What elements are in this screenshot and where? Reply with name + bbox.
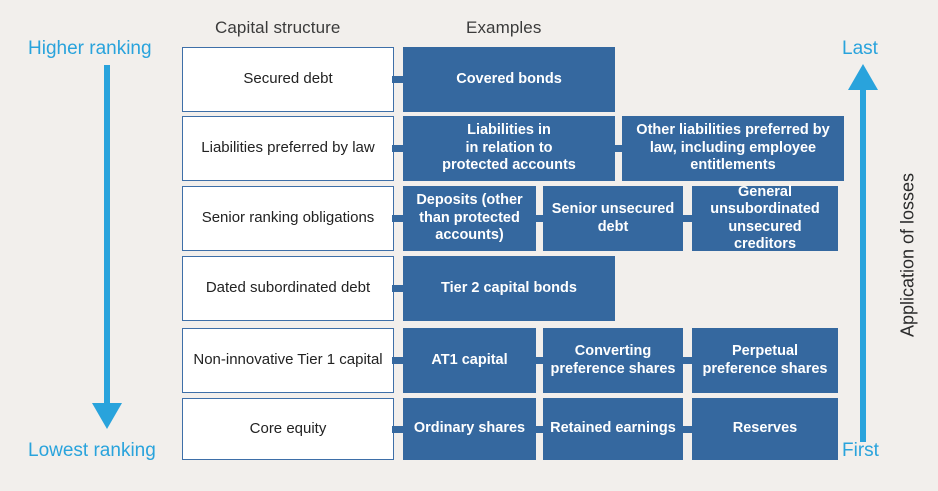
capital-structure-box[interactable]: Liabilities preferred by law [182, 116, 394, 181]
example-box[interactable]: Perpetual preference shares [692, 328, 838, 393]
down-arrow-shaft-icon [104, 65, 110, 405]
capital-structure-box[interactable]: Core equity [182, 398, 394, 460]
connector-stub [536, 357, 543, 364]
connector-stub [392, 76, 405, 83]
capital-structure-box[interactable]: Non-innovative Tier 1 capital [182, 328, 394, 393]
connector-stub [536, 215, 543, 222]
example-box[interactable]: AT1 capital [403, 328, 536, 393]
example-box[interactable]: Retained earnings [543, 398, 683, 460]
connector-stub [392, 357, 405, 364]
connector-stub [683, 215, 692, 222]
connector-stub [615, 145, 622, 152]
example-box[interactable]: Reserves [692, 398, 838, 460]
column-header-capital-structure: Capital structure [215, 18, 341, 37]
example-box[interactable]: Tier 2 capital bonds [403, 256, 615, 321]
connector-stub [392, 285, 405, 292]
capital-structure-box[interactable]: Dated subordinated debt [182, 256, 394, 321]
connector-stub [683, 357, 692, 364]
left-axis-top-label: Higher ranking [28, 38, 152, 59]
example-box[interactable]: Liabilities in in relation to protected … [403, 116, 615, 181]
connector-stub [392, 215, 405, 222]
up-arrow-head-icon [848, 64, 878, 90]
connector-stub [392, 425, 405, 433]
capital-structure-box[interactable]: Senior ranking obligations [182, 186, 394, 251]
connector-stub [392, 145, 405, 152]
example-box[interactable]: Converting preference shares [543, 328, 683, 393]
up-arrow-shaft-icon [860, 90, 866, 442]
right-axis-top-label: Last [842, 38, 878, 59]
example-box[interactable]: General unsubordinated unsecured credito… [692, 184, 838, 252]
example-box[interactable]: Deposits (other than protected accounts) [403, 186, 536, 251]
left-axis-bottom-label: Lowest ranking [28, 440, 156, 461]
right-axis-bottom-label: First [842, 440, 879, 461]
down-arrow-head-icon [92, 403, 122, 429]
example-box[interactable]: Ordinary shares [403, 398, 536, 460]
right-axis-caption: Application of losses [897, 172, 918, 338]
connector-stub [683, 425, 692, 433]
example-box[interactable]: Covered bonds [403, 47, 615, 112]
example-box[interactable]: Other liabilities preferred by law, incl… [622, 116, 844, 181]
right-axis-caption-wrap: Application of losses [888, 130, 928, 380]
column-header-examples: Examples [466, 18, 542, 37]
connector-stub [536, 425, 543, 433]
capital-structure-box[interactable]: Secured debt [182, 47, 394, 112]
example-box[interactable]: Senior unsecured debt [543, 186, 683, 251]
